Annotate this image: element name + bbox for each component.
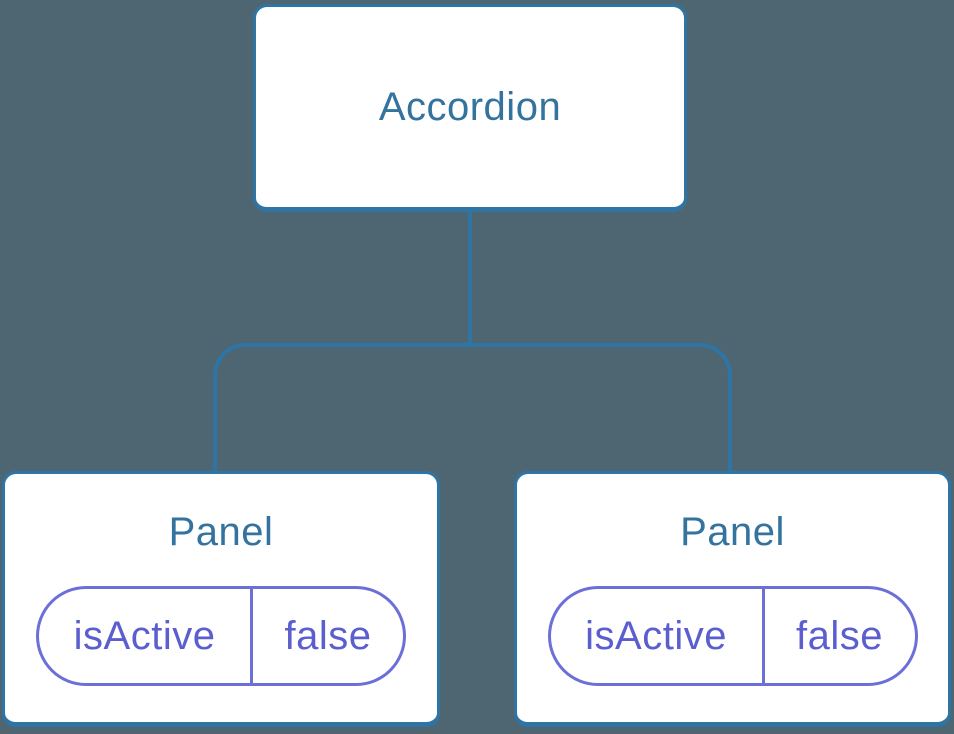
panel-node-1: Panel isActive false — [2, 471, 440, 727]
state-key-1: isActive — [39, 589, 254, 683]
panel-node-2: Panel isActive false — [514, 471, 951, 727]
panel-node-1-label: Panel — [168, 510, 274, 554]
accordion-node: Accordion — [253, 4, 687, 212]
state-value-2: false — [796, 613, 884, 658]
panel-node-2-label: Panel — [680, 510, 785, 554]
state-value-1: false — [284, 613, 372, 658]
state-key-2: isActive — [551, 589, 765, 683]
connector-stem — [468, 211, 472, 345]
accordion-node-label: Accordion — [378, 84, 562, 129]
state-pill-2: isActive false — [547, 586, 918, 686]
connector-bracket — [213, 343, 732, 471]
state-pill-1: isActive false — [36, 586, 406, 686]
